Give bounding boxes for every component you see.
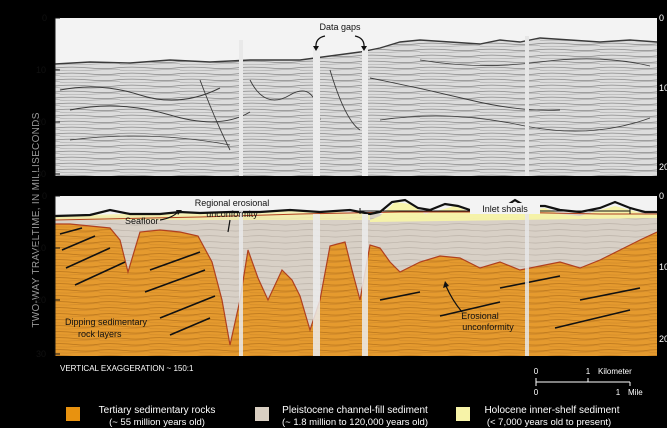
legend-swatch-holocene (456, 407, 470, 421)
legend-pleistocene-subtitle: (~ 1.8 million to 120,000 years old) (282, 417, 428, 428)
legend-holocene-subtitle: (< 7,000 years old to present) (487, 417, 611, 428)
dipping-layers-label-1: Dipping sedimentary (65, 317, 148, 327)
top-data-gap-3 (362, 48, 368, 176)
scale-mile-one: 1 (616, 388, 621, 397)
top-tick-20: 20 (36, 117, 46, 127)
bottom-tick-0: 0 (42, 191, 47, 201)
top-right-ticks: 0 10 20 (659, 13, 667, 172)
dipping-layers-label-2: rock layers (78, 329, 122, 339)
regional-unconformity-label-2: unconformity (206, 209, 258, 219)
top-profile-panel: 0 10 20 30 0 10 20 Data gaps (36, 13, 667, 179)
data-gaps-label-line1: Data gaps (319, 22, 361, 32)
erosional-unconformity-label-1: Erosional (461, 311, 499, 321)
bottom-right-ticks: 0 10 20 (659, 191, 667, 344)
top-right-tick-0: 0 (659, 13, 664, 23)
top-data-gap-1 (239, 40, 243, 176)
top-tick-0: 0 (42, 13, 47, 23)
bottom-tick-10: 10 (36, 243, 46, 253)
bottom-data-gap-4 (525, 206, 529, 356)
scale-km-zero: 0 (534, 367, 539, 376)
bottom-data-gap-2 (313, 214, 320, 356)
bottom-tick-20: 20 (36, 295, 46, 305)
legend-tertiary-subtitle: (~ 55 million years old) (109, 417, 205, 428)
top-data-gap-4 (525, 36, 529, 176)
legend-swatch-pleistocene (255, 407, 269, 421)
erosional-unconformity-label-2: unconformity (462, 322, 514, 332)
seafloor-label: Seafloor (125, 216, 159, 226)
top-tick-10: 10 (36, 65, 46, 75)
legend-pleistocene-title: Pleistocene channel-fill sediment (282, 405, 428, 416)
top-tick-30: 30 (36, 169, 46, 179)
bottom-data-gap-3 (362, 214, 368, 356)
scale-mile-unit: Mile (628, 388, 643, 397)
vertical-exaggeration-label: VERTICAL EXAGGERATION ~ 150:1 (60, 364, 194, 373)
legend-holocene-title: Holocene inner-shelf sediment (484, 405, 619, 416)
bottom-tick-30: 30 (36, 349, 46, 359)
bottom-right-tick-20: 20 (659, 334, 667, 344)
scale-mile-zero: 0 (534, 388, 539, 397)
regional-unconformity-label-1: Regional erosional (195, 198, 270, 208)
legend: Tertiary sedimentary rocks (~ 55 million… (66, 405, 620, 428)
bottom-right-tick-0: 0 (659, 191, 664, 201)
top-right-tick-10: 10 (659, 83, 667, 93)
scale-bar: 0 1 Kilometer 0 1 Mile (534, 367, 643, 397)
legend-tertiary-title: Tertiary sedimentary rocks (99, 405, 216, 416)
top-right-tick-20: 20 (659, 162, 667, 172)
bottom-right-tick-10: 10 (659, 262, 667, 272)
legend-swatch-tertiary (66, 407, 80, 421)
bottom-profile-panel: 0 10 20 30 0 10 20 Seafloor Regional ero… (36, 191, 667, 359)
scale-km-unit: Kilometer (598, 367, 632, 376)
bottom-data-gap-1 (239, 210, 243, 356)
scale-km-one: 1 (586, 367, 591, 376)
inlet-shoals-label: Inlet shoals (482, 204, 528, 214)
top-data-gap-2 (313, 48, 320, 176)
